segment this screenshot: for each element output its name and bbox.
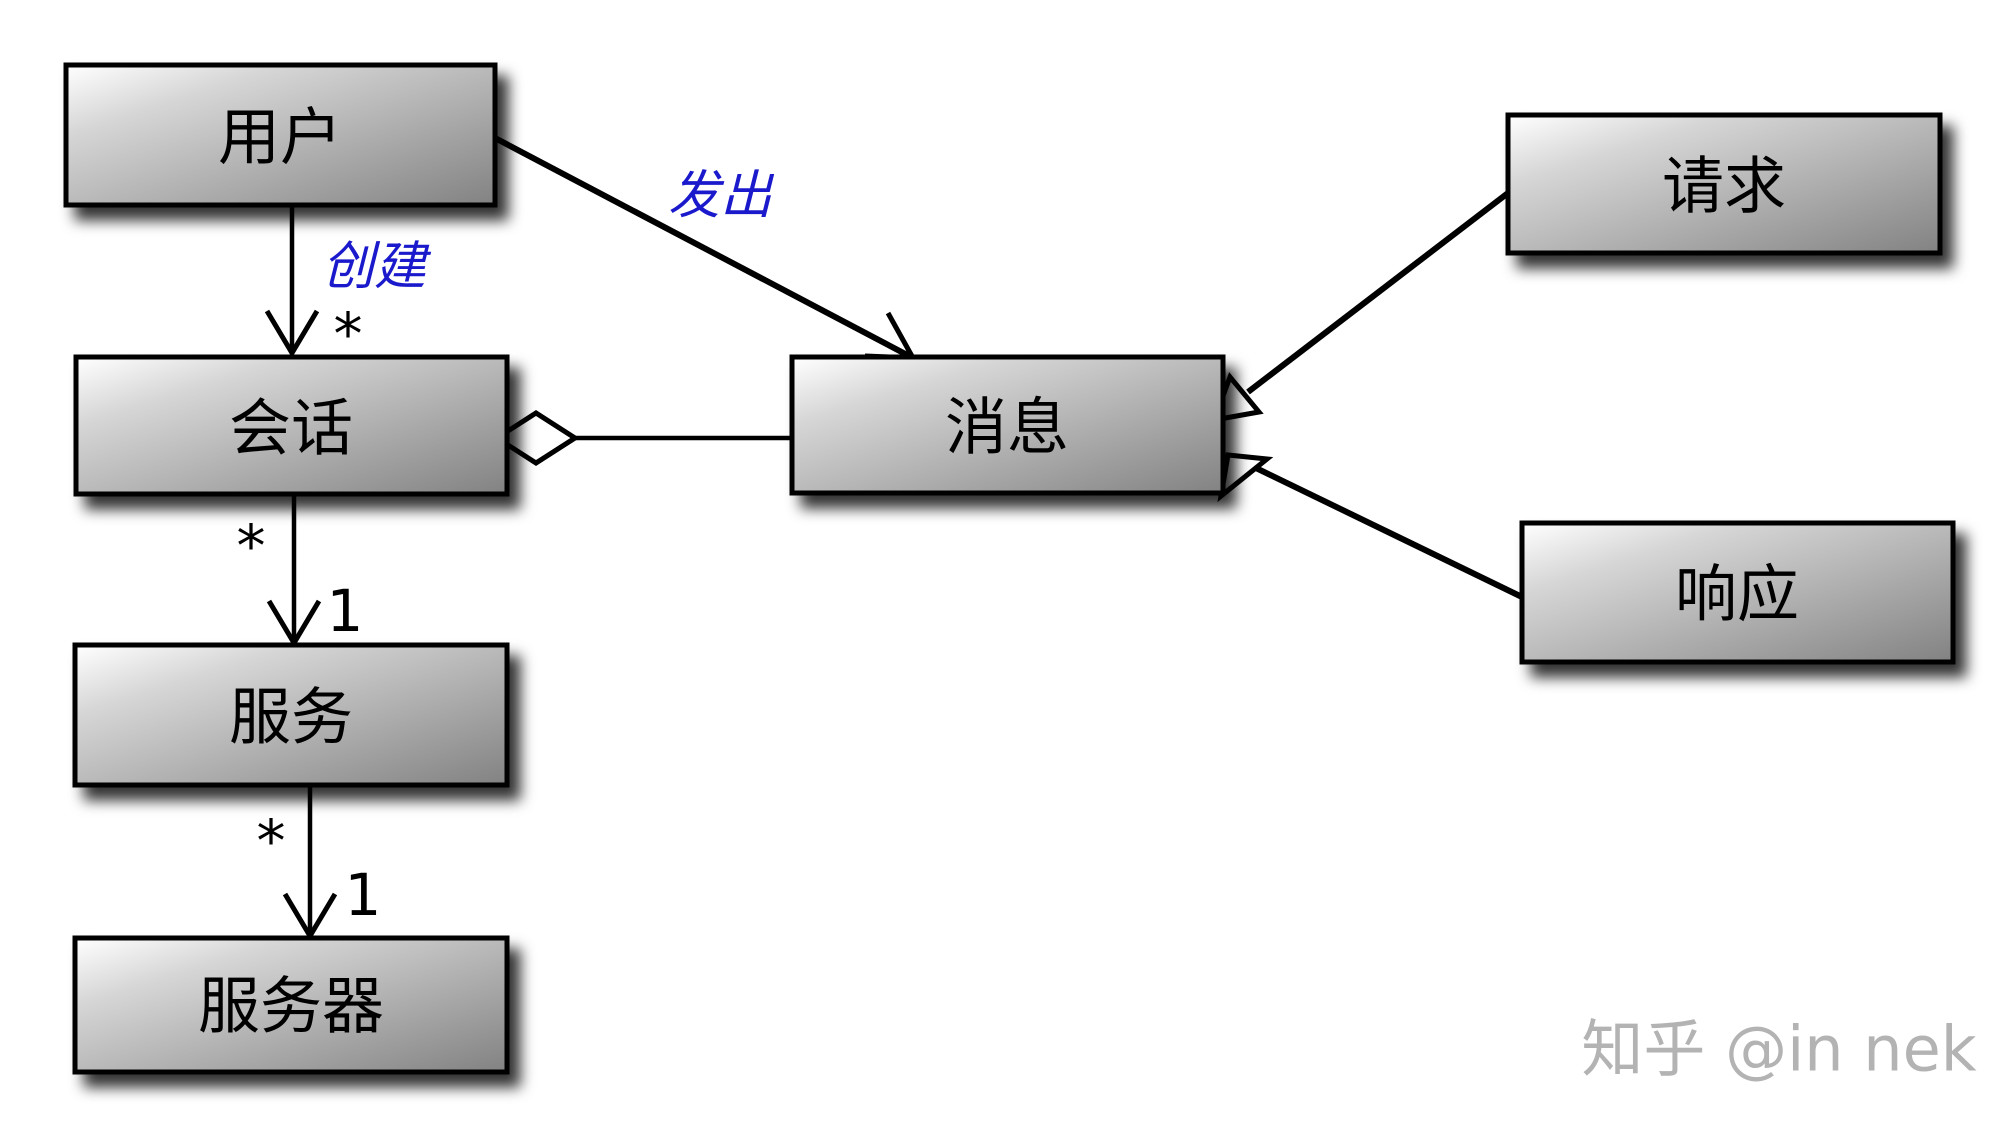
node-user: 用户 [63,62,498,208]
node-response: 响应 [1519,520,1956,665]
node-request-label: 请求 [1662,150,1786,223]
edge-session-message [492,410,792,466]
edge-session-service-source-multiplicity: * [237,512,266,580]
edge-request-message [1210,190,1510,424]
edge-service-server-source-multiplicity: * [257,807,286,875]
node-response-label: 响应 [1675,558,1799,631]
generalization-triangle-icon [1217,452,1274,503]
watermark-highlight-text: 知乎 @in nek [1577,1009,1972,1082]
node-message-box [789,354,1226,496]
edge-service-server: * 1 [257,785,382,941]
aggregation-diamond-icon [492,410,580,466]
node-session-box [73,354,510,497]
node-request-box [1505,112,1943,256]
edge-send-label: 发出 [668,166,775,226]
node-message-label: 消息 [945,391,1069,464]
watermark-text: 知乎 @in nek [1581,1013,1976,1086]
edge-session-service-target-multiplicity: 1 [327,577,364,645]
edge-send: 发出 [493,135,918,361]
node-service-label: 服务 [229,681,353,754]
node-service: 服务 [72,642,510,788]
node-server: 服务器 [72,935,510,1075]
node-request: 请求 [1505,112,1943,256]
edge-request-message-line [1246,190,1510,395]
edge-response-message-line [1254,465,1524,600]
node-service-box [72,642,510,788]
edge-service-server-target-multiplicity: 1 [345,861,382,929]
edge-response-message [1217,452,1524,600]
edge-create-label: 创建 [322,237,432,297]
edge-create: 创建 * [264,205,432,368]
node-message: 消息 [789,354,1226,496]
edge-create-arrowhead-icon [264,309,320,358]
edge-session-service: * 1 [237,494,364,648]
node-response-box [1519,520,1956,665]
node-server-box [72,935,510,1075]
node-session: 会话 [73,354,510,497]
node-session-label: 会话 [229,392,353,465]
node-server-label: 服务器 [198,970,384,1043]
node-user-label: 用户 [218,101,342,174]
watermark: 知乎 @in nek 知乎 @in nek [1577,1009,1976,1086]
edge-send-line [493,135,915,361]
node-user-box [63,62,498,208]
